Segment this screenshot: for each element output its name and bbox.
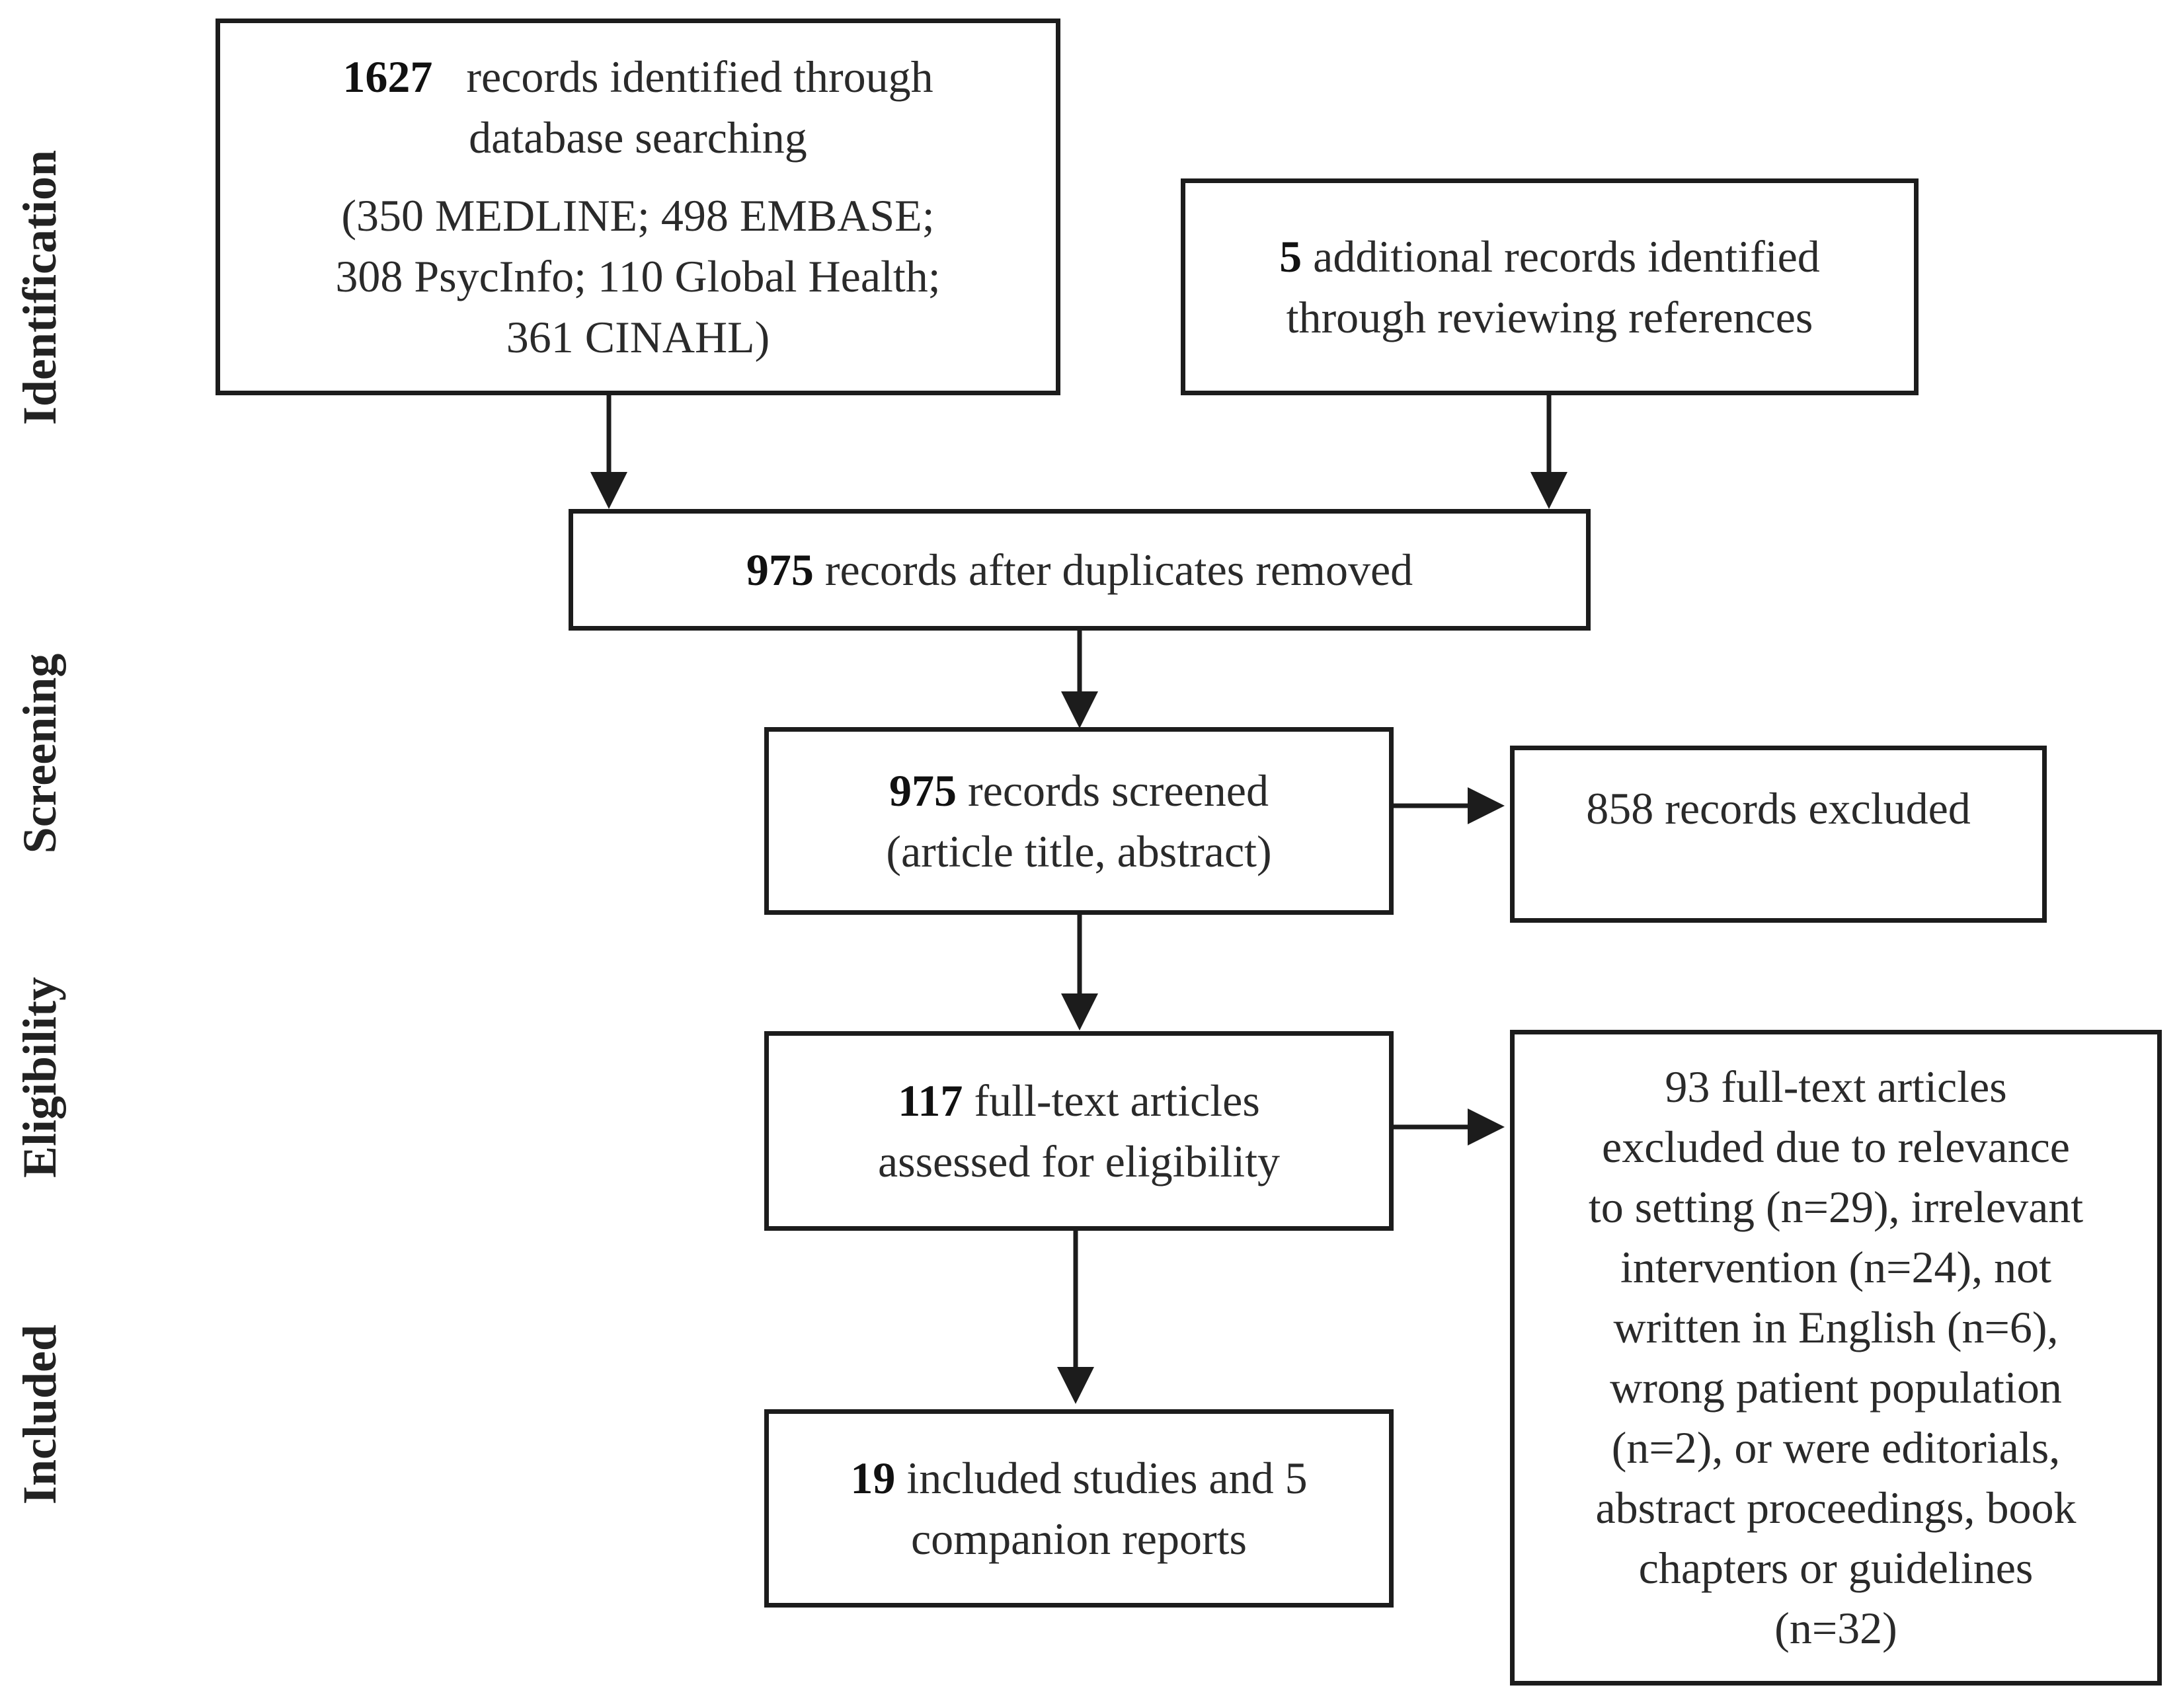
full-text-excluded-line: to setting (n=29), irrelevant	[1588, 1182, 2084, 1232]
box-duplicates-removed: 975 records after duplicates removed	[569, 509, 1591, 631]
database-search-line1: 1627 records identified through	[342, 46, 933, 107]
full-text-excluded-line: intervention (n=24), not	[1620, 1242, 2052, 1292]
box-included-studies: 19 included studies and 5 companion repo…	[764, 1409, 1394, 1608]
full-text-assessed-count: 117	[898, 1075, 963, 1126]
database-search-sources-line3: 361 CINAHL)	[506, 312, 770, 362]
database-search-text-line2: database searching	[469, 112, 807, 163]
full-text-excluded-line: excluded due to relevance	[1602, 1122, 2070, 1172]
records-screened-line1: 975 records screened	[889, 760, 1269, 821]
box-additional-records: 5 additional records identified through …	[1181, 178, 1919, 395]
duplicates-removed-count: 975	[746, 545, 814, 595]
records-screened-count: 975	[889, 765, 957, 816]
full-text-excluded-line: chapters or guidelines	[1638, 1543, 2034, 1593]
phase-label-screening: Screening	[13, 653, 66, 854]
box-database-search: 1627 records identified through database…	[216, 19, 1060, 395]
database-search-text-line1: records identified through	[466, 52, 933, 102]
database-search-count: 1627	[342, 52, 433, 102]
included-studies-line1: 19 included studies and 5	[850, 1448, 1307, 1508]
phase-label-eligibility: Eligibility	[13, 976, 66, 1179]
box-full-text-assessed: 117 full-text articles assessed for elig…	[764, 1031, 1394, 1231]
full-text-assessed-text-line1: full-text articles	[974, 1075, 1260, 1126]
full-text-excluded-line: abstract proceedings, book	[1595, 1483, 2077, 1533]
additional-records-text-line1: additional records identified	[1313, 231, 1820, 282]
included-studies-text-line2: companion reports	[911, 1514, 1247, 1564]
additional-records-count: 5	[1279, 231, 1302, 282]
full-text-excluded-line: wrong patient population	[1610, 1362, 2062, 1413]
full-text-excluded-line: (n=2), or were editorials,	[1611, 1422, 2061, 1473]
full-text-excluded-line: written in English (n=6),	[1613, 1302, 2059, 1352]
included-studies-count: 19	[850, 1453, 896, 1503]
additional-records-line1: 5 additional records identified	[1279, 226, 1820, 287]
full-text-assessed-text-line2: assessed for eligibility	[877, 1136, 1281, 1186]
full-text-excluded-line: 93 full-text articles	[1665, 1062, 2007, 1112]
records-screened-text-line2: (article title, abstract)	[886, 826, 1272, 876]
full-text-assessed-line1: 117 full-text articles	[898, 1070, 1260, 1131]
duplicates-removed-text: records after duplicates removed	[824, 545, 1413, 595]
box-full-text-excluded: 93 full-text articles excluded due to re…	[1510, 1030, 2162, 1686]
records-excluded-text: 858 records excluded	[1586, 783, 1971, 834]
phase-label-identification: Identification	[13, 150, 66, 426]
database-search-sources-line1: (350 MEDLINE; 498 EMBASE;	[341, 190, 935, 241]
included-studies-text-line1: included studies and 5	[906, 1453, 1308, 1503]
additional-records-text-line2: through reviewing references	[1286, 292, 1813, 342]
database-search-sources-line2: 308 PsycInfo; 110 Global Health;	[335, 251, 941, 301]
full-text-excluded-line: (n=32)	[1774, 1603, 1897, 1653]
duplicates-removed-line: 975 records after duplicates removed	[746, 539, 1413, 600]
records-screened-text-line1: records screened	[968, 765, 1269, 816]
box-records-excluded: 858 records excluded	[1510, 746, 2047, 923]
phase-label-included: Included	[13, 1324, 66, 1505]
box-records-screened: 975 records screened (article title, abs…	[764, 727, 1394, 915]
